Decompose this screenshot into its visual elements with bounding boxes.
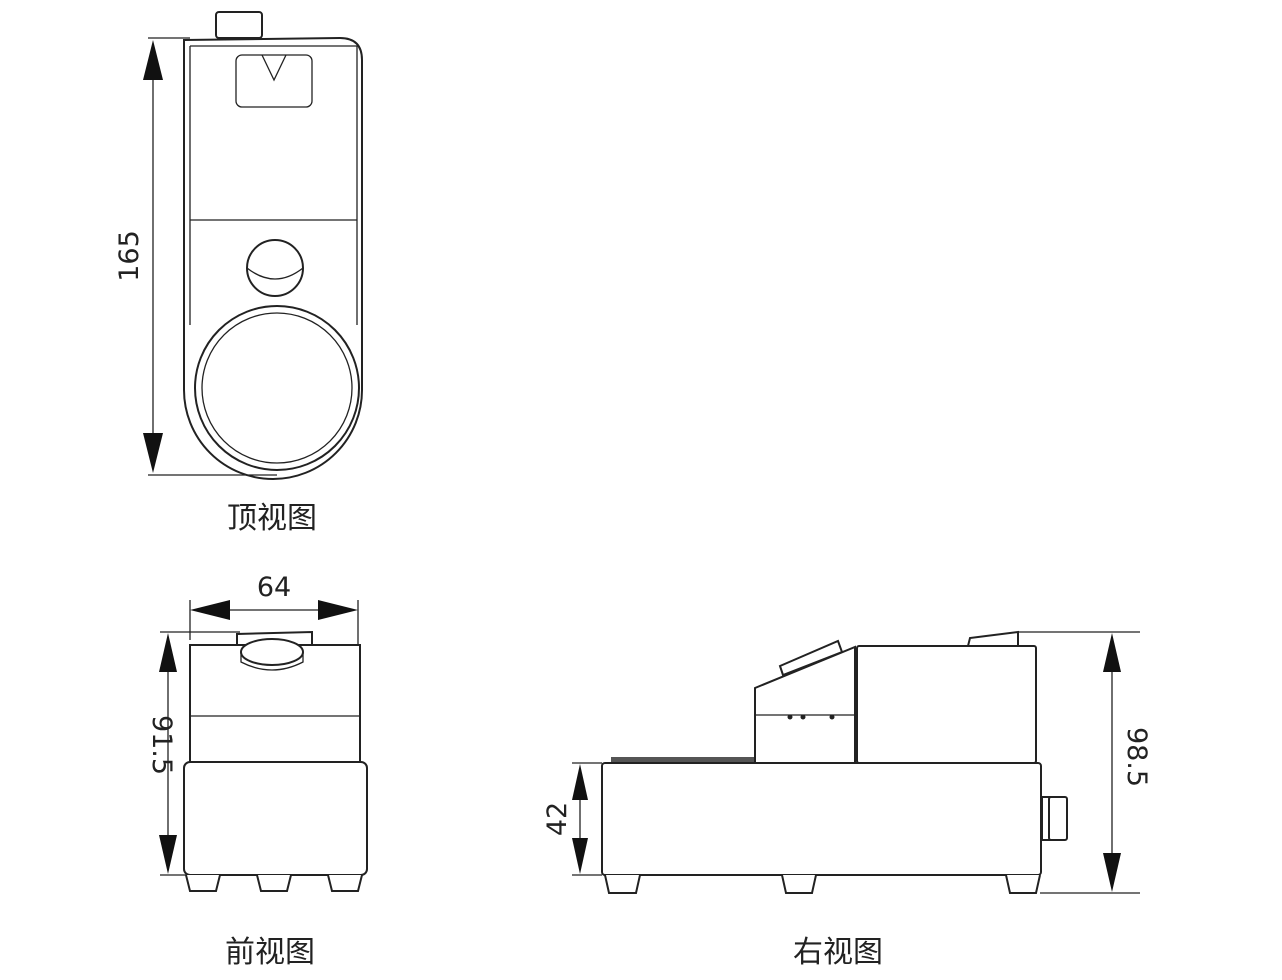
arrow-up-icon [1103,633,1121,672]
arrow-down-icon [1103,853,1121,892]
front-view: 64 91.5 前视图 [146,572,368,970]
right-knob [778,639,844,677]
arrow-up-icon [143,40,163,80]
top-inner-body [189,45,358,325]
indicator-dot [800,714,806,720]
top-dial-inner [201,312,353,464]
front-base [183,761,368,876]
dimension-label-64: 64 [257,572,291,603]
top-outline [183,36,363,480]
dimension-label-42: 42 [542,802,573,836]
top-cap [215,11,263,39]
right-base [601,762,1042,876]
front-knob [240,638,304,666]
front-foot [185,874,221,892]
indicator-dot [787,714,793,720]
right-top-plate [611,757,756,763]
arrow-down-icon [143,433,163,473]
front-foot [256,874,292,892]
top-handle-recess [235,54,313,108]
arrow-up-icon [572,764,588,800]
indicator-dot [829,714,835,720]
top-view-caption: 顶视图 [227,501,317,536]
right-top-tab [966,630,1019,647]
right-rear-block [856,645,1037,764]
right-foot [604,874,641,894]
right-foot [781,874,817,894]
top-notch [261,54,287,82]
top-dial-outer [194,305,360,471]
dimension-label-165: 165 [114,230,145,282]
top-knob [246,239,304,297]
right-foot [1005,874,1041,894]
top-view: 165 顶视图 [114,11,363,536]
dimension-label-98-5: 98.5 [1121,727,1152,787]
arrow-up-icon [159,633,177,672]
right-view: 42 98.5 右视图 [542,630,1152,970]
front-knob-side [240,652,304,671]
arrow-right-icon [318,600,358,620]
dimension-label-91-5: 91.5 [146,715,177,775]
front-view-caption: 前视图 [225,935,315,970]
front-foot [327,874,363,892]
right-view-caption: 右视图 [793,935,883,970]
arrow-down-icon [159,835,177,874]
right-connector [1048,796,1068,841]
arrow-down-icon [572,838,588,874]
top-knob-detail [246,267,304,280]
arrow-left-icon [190,600,230,620]
